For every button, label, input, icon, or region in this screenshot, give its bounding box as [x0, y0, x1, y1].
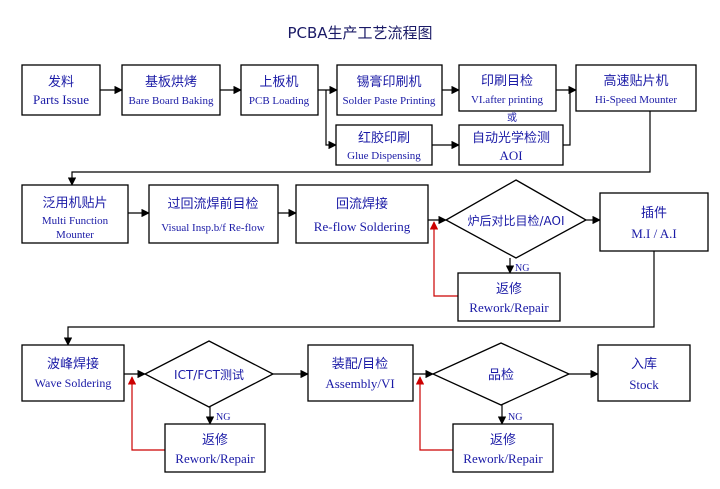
node-label-cn: 插件	[641, 206, 667, 221]
node-vi-after-printing: 印刷目检 VI.after printing	[458, 64, 557, 112]
node-label-en: Wave Soldering	[35, 376, 112, 390]
node-wave-soldering: 波峰焊接 Wave Soldering	[21, 344, 125, 402]
node-label-en: VI.after printing	[471, 94, 544, 106]
node-label-cn: 上板机	[259, 75, 298, 90]
node-label-en: M.I / A.I	[631, 226, 677, 241]
node-stock: 入库 Stock	[597, 344, 691, 402]
node-label-cn: 红胶印刷	[358, 130, 410, 146]
node-solder-paste-printing: 锡膏印刷机 Solder Paste Printing	[336, 64, 443, 116]
node-label-en: Solder Paste Printing	[343, 95, 436, 107]
node-label-en: Rework/Repair	[463, 451, 543, 466]
or-label: 或	[507, 112, 517, 124]
node-label-cn: 返修	[490, 433, 516, 448]
connectors	[63, 85, 655, 451]
node-label-cn: 炉后对比目检/AOI	[467, 213, 564, 228]
node-label-en: Rework/Repair	[175, 451, 255, 466]
arrow-branch-to-glue	[325, 90, 337, 150]
node-multi-function-mounter: 泛用机贴片 Multi Function Mounter	[21, 184, 129, 244]
node-label-cn: 发料	[48, 74, 74, 90]
node-label-en: Bare Board Baking	[129, 95, 214, 107]
arrow-aoi-join	[563, 90, 571, 146]
node-rework-2: 返修 Rework/Repair	[164, 423, 266, 473]
node-label-cn: 泛用机贴片	[42, 196, 107, 211]
node-label-en: PCB Loading	[249, 95, 310, 107]
node-label-cn: 返修	[496, 282, 522, 297]
node-visual-insp-before-reflow: 过回流焊前目检 Visual Insp.b/f Re-flow	[148, 184, 279, 244]
arrow-rework1-return	[429, 221, 458, 297]
node-bare-board-baking: 基板烘烤 Bare Board Baking	[121, 64, 221, 116]
node-label-cn: 基板烘烤	[145, 75, 197, 90]
arrow-row1-to-row2	[67, 111, 651, 186]
node-label-en: Parts Issue	[33, 92, 89, 107]
node-label-cn: 入库	[631, 356, 657, 372]
node-label-cn: 自动光学检测	[472, 130, 550, 146]
arrow-rework3-return	[415, 376, 453, 451]
node-insertion: 插件 M.I / A.I	[599, 192, 709, 252]
node-label-en: Assembly/VI	[325, 376, 394, 391]
node-label-cn: ICT/FCT测试	[174, 367, 244, 382]
node-label-en: Rework/Repair	[469, 300, 549, 315]
node-label-cn: 返修	[202, 433, 228, 448]
node-rework-1: 返修 Rework/Repair	[457, 272, 561, 322]
node-label-en: AOI	[499, 148, 522, 163]
node-label-cn: 品检	[488, 368, 514, 383]
node-label-cn: 回流焊接	[336, 196, 388, 212]
arrow-rework2-return	[127, 376, 165, 451]
node-label-cn: 过回流焊前目检	[167, 196, 258, 212]
chart-title: PCBA生产工艺流程图	[287, 24, 432, 42]
node-ict-fct-test-decision: ICT/FCT测试	[143, 340, 275, 408]
node-assembly-vi: 装配/目检 Assembly/VI	[307, 344, 414, 402]
node-hi-speed-mounter: 高速贴片机 Hi-Speed Mounter	[575, 64, 697, 112]
node-aoi: 自动光学检测 AOI	[458, 124, 564, 166]
arrow-row2-to-row3	[63, 251, 655, 346]
node-label-cn: 装配/目检	[332, 357, 388, 372]
node-reflow-soldering: 回流焊接 Re-flow Soldering	[295, 184, 429, 244]
node-label-en: Visual Insp.b/f Re-flow	[161, 222, 265, 234]
node-post-reflow-check-decision: 炉后对比目检/AOI	[444, 179, 588, 259]
node-label-cn: 波峰焊接	[47, 356, 99, 372]
ng-label-3: NG	[508, 412, 522, 423]
node-label-cn: 锡膏印刷机	[356, 74, 421, 90]
node-label-en-line1: Multi Function	[42, 215, 109, 227]
node-glue-dispensing: 红胶印刷 Glue Dispensing	[335, 124, 433, 166]
node-label-cn: 印刷目检	[481, 74, 533, 89]
node-label-en: Hi-Speed Mounter	[595, 94, 678, 106]
node-label-en: Re-flow Soldering	[314, 219, 411, 234]
node-label-en-line2: Mounter	[56, 229, 94, 241]
node-pcb-loading: 上板机 PCB Loading	[240, 64, 319, 116]
node-rework-3: 返修 Rework/Repair	[452, 423, 554, 473]
node-parts-issue: 发料 Parts Issue	[21, 64, 101, 116]
node-label-en: Glue Dispensing	[347, 150, 421, 162]
node-label-en: Stock	[629, 377, 659, 392]
node-quality-check-decision: 品检	[431, 342, 571, 406]
ng-label-2: NG	[216, 412, 230, 423]
node-label-cn: 高速贴片机	[603, 73, 668, 89]
ng-label-1: NG	[515, 263, 529, 274]
